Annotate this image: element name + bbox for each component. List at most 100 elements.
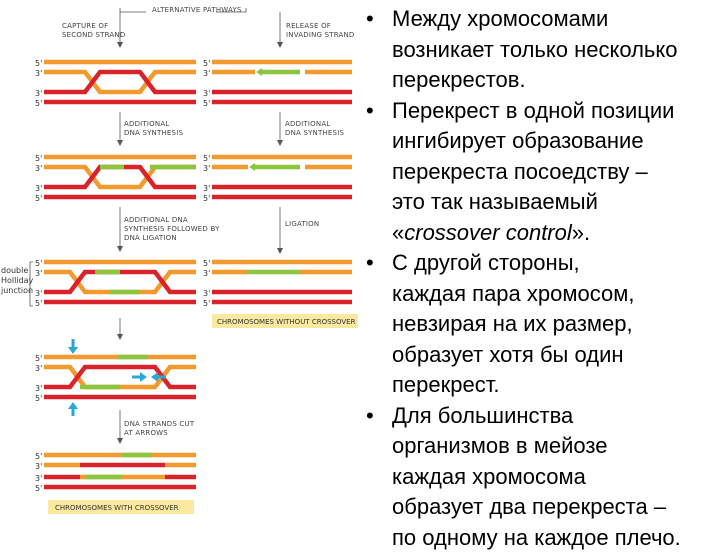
bullet-line: перекреста посоедству –: [392, 159, 648, 184]
bullet-line: это так называемый: [392, 189, 598, 214]
end-label: 3': [35, 364, 42, 373]
end-label: 5': [203, 59, 210, 68]
end-label: 5': [35, 194, 42, 203]
bullet-line-italic: crossover control: [404, 220, 572, 245]
orange-strand: [44, 72, 196, 92]
end-label: 5': [203, 194, 210, 203]
red-strand: [44, 272, 196, 292]
left-step3-label: ADDITIONAL DNA: [124, 216, 188, 224]
right-panel-3: 5' 3' 3' 5': [203, 259, 352, 308]
left-step3-label: SYNTHESIS FOLLOWED BY: [124, 225, 220, 233]
bullet-line: Между хромосомами: [392, 6, 608, 31]
orange-strand: [44, 167, 196, 187]
holliday-label: double: [1, 266, 28, 275]
header-label: ALTERNATIVE PATHWAYS: [152, 6, 242, 14]
bullet-line: возникает только несколько: [392, 37, 678, 62]
holliday-label: junction: [0, 286, 33, 295]
end-label: 5': [35, 99, 42, 108]
bullet-list: • Между хромосомами возникает только нес…: [360, 4, 716, 553]
bullet-line: ингибирует образование: [392, 128, 644, 153]
bullet-line: образует два перекреста –: [392, 494, 666, 519]
end-label: 3': [35, 474, 42, 483]
end-label: 3': [35, 269, 42, 278]
orange-strand: [44, 367, 196, 387]
end-label: 3': [203, 269, 210, 278]
left-step3-label: DNA LIGATION: [124, 234, 177, 242]
right-step2-label: ADDITIONAL: [285, 120, 330, 128]
end-label: 3': [35, 462, 42, 471]
arrow-head-right-top: [277, 42, 283, 48]
bullet-line: Для большинства: [392, 403, 573, 428]
arrow-head: [117, 246, 123, 252]
end-label: 3': [203, 164, 210, 173]
bullet-marker: •: [366, 248, 374, 279]
left-panel-3: 5' 3' 3' 5': [35, 259, 196, 308]
end-label: 5': [35, 59, 42, 68]
bullet-line: образует хотя бы один: [392, 342, 624, 367]
left-top-label-2: SECOND STRAND: [62, 31, 125, 39]
left-step2-label: ADDITIONAL: [124, 120, 169, 128]
end-label: 5': [203, 259, 210, 268]
end-label: 3': [35, 184, 42, 193]
red-strand: [44, 167, 196, 187]
red-strand: [44, 367, 196, 387]
bullet-line: перекрест.: [392, 372, 499, 397]
left-panel-1: 5' 3' 3' 5': [35, 59, 196, 108]
end-label: 3': [35, 384, 42, 393]
right-step2-label: DNA SYNTHESIS: [285, 129, 344, 137]
left-panel-2: 5' 3' 3' 5': [35, 154, 196, 203]
arrow-head: [117, 140, 123, 146]
end-label: 3': [203, 89, 210, 98]
bullet-line: Перекрест в одной позиции: [392, 98, 674, 123]
end-label: 5': [35, 354, 42, 363]
caption-without-crossover: CHROMOSOMES WITHOUT CROSSOVER: [217, 318, 356, 326]
end-label: 5': [35, 394, 42, 403]
red-strand: [44, 72, 196, 92]
right-panel-2: 5' 3' 3' 5': [203, 154, 352, 203]
left-step2-label: DNA SYNTHESIS: [124, 129, 183, 137]
green-arrow-head: [249, 163, 255, 171]
end-label: 3': [35, 289, 42, 298]
holliday-label: Holliday: [1, 276, 34, 285]
bullet-line: каждая пара хромосом,: [392, 281, 634, 306]
right-panel-1: 5' 3' 3' 5': [203, 59, 352, 108]
right-top-label-2: INVADING STRAND: [286, 31, 355, 39]
bullet-line-suffix: ».: [572, 220, 590, 245]
end-label: 3': [35, 164, 42, 173]
bullet-item: • С другой стороны, каждая пара хромосом…: [360, 248, 716, 401]
end-label: 5': [35, 452, 42, 461]
arrow-head: [277, 248, 283, 254]
arrow-head: [117, 438, 123, 444]
bullet-line: организмов в мейозе: [392, 433, 607, 458]
arrow-head-left-top: [117, 42, 123, 48]
end-label: 3': [35, 89, 42, 98]
bullet-item: • Перекрест в одной позиции ингибирует о…: [360, 96, 716, 249]
end-label: 5': [35, 484, 42, 493]
bullet-line: перекрестов.: [392, 67, 526, 92]
bullet-line: по одному на каждое плечо.: [392, 525, 681, 550]
end-label: 5': [203, 99, 210, 108]
end-label: 5': [203, 299, 210, 308]
bullet-line-prefix: «: [392, 220, 404, 245]
caption-with-crossover: CHROMOSOMES WITH CROSSOVER: [55, 504, 179, 512]
cut-arrows: [68, 339, 166, 416]
cut-arrow-head: [151, 372, 158, 382]
left-step4-label: DNA STRANDS CUT: [124, 420, 195, 428]
left-top-label-1: CAPTURE OF: [62, 22, 108, 30]
cut-arrow-head: [68, 347, 78, 354]
end-label: 5': [203, 154, 210, 163]
right-step3-label: LIGATION: [285, 220, 319, 228]
bullet-line: каждая хромосома: [392, 464, 586, 489]
bullet-line: невзирая на их размер,: [392, 311, 633, 336]
end-label: 3': [35, 69, 42, 78]
end-label: 3': [203, 69, 210, 78]
end-label: 5': [35, 154, 42, 163]
bullet-item: • Между хромосомами возникает только нес…: [360, 4, 716, 96]
end-label: 5': [35, 259, 42, 268]
cut-arrow-head: [140, 372, 147, 382]
green-arrow-head: [256, 68, 262, 76]
recombination-diagram: ALTERNATIVE PATHWAYS CAPTURE OF SECOND S…: [0, 0, 360, 540]
left-panel-5: 5' 3' 3' 5': [35, 452, 196, 493]
bullet-item: • Для большинства организмов в мейозе ка…: [360, 401, 716, 553]
bullet-line: С другой стороны,: [392, 250, 580, 275]
